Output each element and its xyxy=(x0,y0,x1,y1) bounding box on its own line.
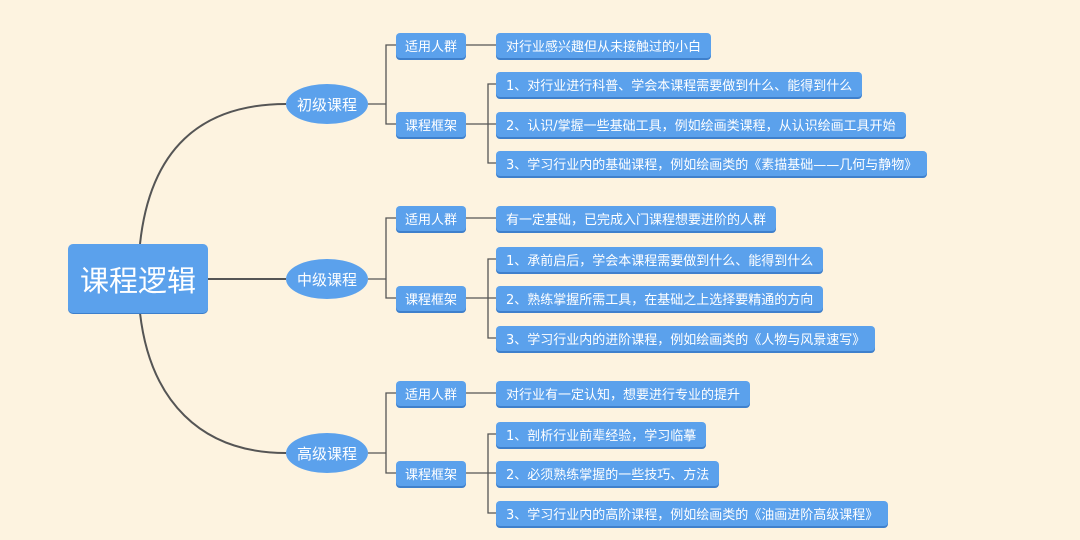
intermediate-course-node[interactable]: 中级课程 xyxy=(286,259,368,299)
advanced-audience-node[interactable]: 适用人群 xyxy=(396,381,466,406)
intermediate-framework-node[interactable]: 课程框架 xyxy=(396,286,466,311)
advanced-framework-leaf-3[interactable]: 3、学习行业内的高阶课程，例如绘画类的《油画进阶高级课程》 xyxy=(496,501,889,526)
beginner-course-node[interactable]: 初级课程 xyxy=(286,84,368,124)
bracket-intermediate xyxy=(368,217,496,339)
advanced-framework-leaf-2[interactable]: 2、必须熟练掌握的一些技巧、方法 xyxy=(496,461,720,486)
bracket-beginner xyxy=(368,44,496,164)
intermediate-framework-leaf-1[interactable]: 1、承前启后，学会本课程需要做到什么、能得到什么 xyxy=(496,247,824,272)
connector-root-advanced xyxy=(139,312,287,454)
beginner-audience-leaf[interactable]: 对行业感兴趣但从未接触过的小白 xyxy=(496,33,712,58)
beginner-audience-node[interactable]: 适用人群 xyxy=(396,33,466,58)
beginner-framework-leaf-3[interactable]: 3、学习行业内的基础课程，例如绘画类的《素描基础——几何与静物》 xyxy=(496,151,928,176)
beginner-framework-leaf-1[interactable]: 1、对行业进行科普、学会本课程需要做到什么、能得到什么 xyxy=(496,72,863,97)
advanced-course-node[interactable]: 高级课程 xyxy=(286,433,368,473)
intermediate-audience-node[interactable]: 适用人群 xyxy=(396,206,466,231)
intermediate-audience-leaf[interactable]: 有一定基础，已完成入门课程想要进阶的人群 xyxy=(496,206,777,231)
intermediate-framework-leaf-2[interactable]: 2、熟练掌握所需工具，在基础之上选择要精通的方向 xyxy=(496,286,824,311)
advanced-framework-node[interactable]: 课程框架 xyxy=(396,461,466,486)
root-node[interactable]: 课程逻辑 xyxy=(68,244,208,313)
bracket-advanced xyxy=(368,392,496,514)
beginner-framework-node[interactable]: 课程框架 xyxy=(396,112,466,137)
intermediate-framework-leaf-3[interactable]: 3、学习行业内的进阶课程，例如绘画类的《人物与风景速写》 xyxy=(496,326,876,351)
connector-root-beginner xyxy=(139,103,287,245)
advanced-audience-leaf[interactable]: 对行业有一定认知，想要进行专业的提升 xyxy=(496,381,751,406)
beginner-framework-leaf-2[interactable]: 2、认识/掌握一些基础工具，例如绘画类课程，从认识绘画工具开始 xyxy=(496,112,906,137)
advanced-framework-leaf-1[interactable]: 1、剖析行业前辈经验，学习临摹 xyxy=(496,422,707,447)
